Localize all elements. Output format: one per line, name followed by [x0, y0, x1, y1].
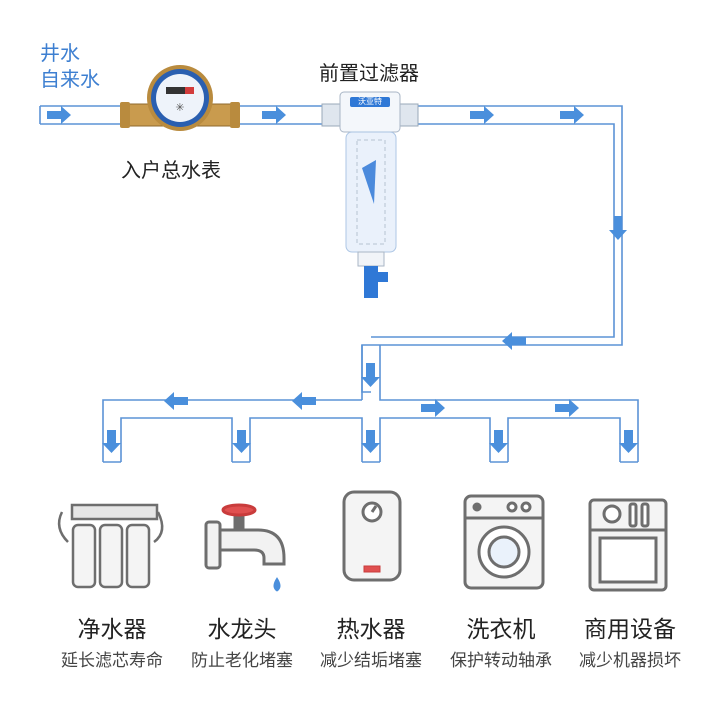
arrow-down-2	[232, 430, 251, 453]
source-well-water: 井水	[40, 41, 80, 65]
appliance-name-commercial: 商用设备	[584, 617, 676, 643]
source-tap-water: 自来水	[40, 67, 100, 91]
washing-machine-icon	[463, 494, 545, 590]
arrow-right-4	[560, 106, 584, 124]
prefilter-icon	[321, 91, 419, 298]
arrow-left-2	[292, 392, 316, 410]
svg-text:✳: ✳	[175, 101, 184, 114]
meter-label: 入户总水表	[121, 158, 221, 182]
arrow-right-3	[470, 106, 494, 124]
appliance-benefit-commercial: 减少机器损坏	[579, 651, 681, 671]
arrow-left-return	[502, 332, 526, 350]
water-heater-icon	[342, 490, 402, 582]
arrow-left-1	[164, 392, 188, 410]
arrow-right-1	[47, 106, 71, 124]
appliance-name-faucet: 水龙头	[207, 617, 277, 643]
appliance-benefit-washer: 保护转动轴承	[450, 651, 552, 671]
arrow-right-6	[555, 399, 579, 417]
arrow-down-1	[102, 430, 121, 453]
flow-arrows	[47, 106, 638, 453]
arrow-down-4	[489, 430, 508, 453]
faucet-icon	[204, 503, 286, 592]
appliance-benefit-purifier: 延长滤芯寿命	[61, 651, 163, 671]
appliance-benefit-heater: 减少结垢堵塞	[320, 651, 422, 671]
appliance-name-heater: 热水器	[336, 617, 406, 643]
arrow-down-5	[619, 430, 638, 453]
commercial-equipment-icon	[588, 498, 668, 592]
arrow-down-right	[609, 216, 627, 240]
arrow-down-center	[361, 363, 380, 387]
filter-label: 前置过滤器	[319, 61, 419, 85]
appliance-name-washer: 洗衣机	[466, 617, 536, 643]
appliance-benefit-faucet: 防止老化堵塞	[191, 651, 293, 671]
arrow-down-3	[361, 430, 380, 453]
arrow-right-2	[262, 106, 286, 124]
appliance-name-purifier: 净水器	[77, 617, 147, 643]
filter-brand-label: 沃亚特	[358, 97, 382, 106]
water-purifier-icon	[57, 503, 164, 589]
water-meter-icon: ✳	[120, 65, 240, 131]
arrow-right-5	[421, 399, 445, 417]
